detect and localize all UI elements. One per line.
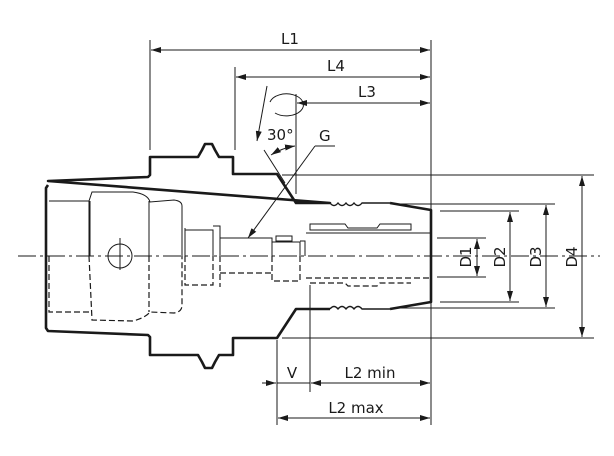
interior-upper: [49, 191, 306, 256]
dim-l4-label: L4: [327, 57, 345, 75]
extension-lines: [149, 40, 594, 425]
rotation-direction-icon: [255, 85, 304, 142]
g-leader: [247, 145, 316, 239]
dim-l1-label: L1: [281, 30, 299, 48]
interior-lower: [48, 255, 431, 322]
dim-v-label: V: [287, 364, 298, 382]
dim-l2max-label: L2 max: [328, 399, 383, 417]
angle-label: 30°: [267, 126, 294, 144]
thread-top: [329, 201, 390, 207]
angle-arc: [270, 144, 296, 156]
dim-d4-label: D4: [563, 246, 581, 267]
dim-l2min-label: L2 min: [345, 364, 396, 382]
thread-g-label: G: [319, 127, 331, 145]
dim-d2-label: D2: [491, 246, 509, 267]
dim-l3-label: L3: [358, 83, 376, 101]
key-top: [275, 235, 293, 242]
thread-bottom: [329, 305, 390, 311]
bore-upper: [306, 223, 431, 234]
dim-d3-label: D3: [527, 246, 545, 267]
angle-leg: [263, 149, 286, 184]
dim-d1-label: D1: [457, 246, 475, 267]
